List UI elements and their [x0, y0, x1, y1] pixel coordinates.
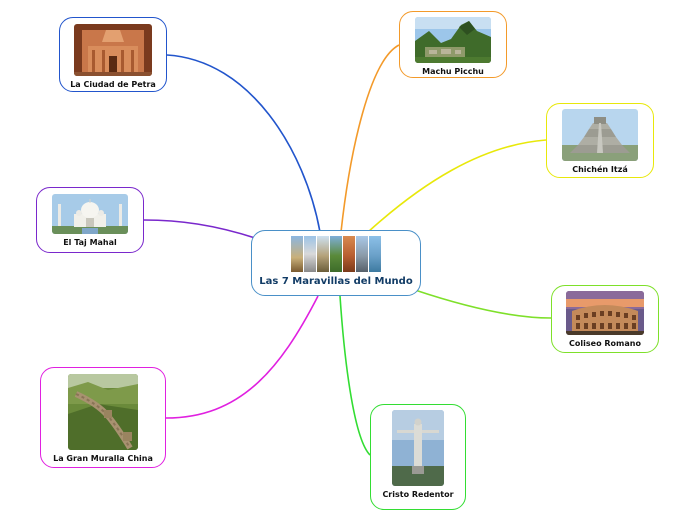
petra-photo — [74, 24, 152, 76]
connector-petra — [166, 54, 321, 233]
topic-petra[interactable]: La Ciudad de Petra — [59, 17, 167, 92]
topic-chichen-itza[interactable]: Chichén Itzá — [546, 103, 654, 178]
topic-label: Machu Picchu — [422, 67, 484, 76]
great-wall-photo — [68, 374, 138, 450]
topic-machu-picchu[interactable]: Machu Picchu — [399, 11, 507, 78]
central-topic-label: Las 7 Maravillas del Mundo — [259, 276, 413, 287]
colosseum-photo — [566, 291, 644, 335]
topic-label: La Ciudad de Petra — [70, 80, 156, 89]
topic-label: Coliseo Romano — [569, 339, 641, 348]
machu-picchu-photo — [415, 17, 491, 63]
central-topic[interactable]: Las 7 Maravillas del Mundo — [251, 230, 421, 296]
taj-mahal-photo — [52, 194, 128, 234]
connector-coliseo — [414, 289, 552, 319]
connector-chichen — [367, 139, 547, 233]
topic-label: Chichén Itzá — [572, 165, 628, 174]
connector-cristo — [339, 295, 371, 456]
connector-taj — [143, 219, 256, 239]
chichen-itza-photo — [562, 109, 638, 161]
topic-taj-mahal[interactable]: El Taj Mahal — [36, 187, 144, 253]
topic-label: Cristo Redentor — [382, 490, 454, 499]
connector-muralla — [165, 295, 319, 419]
topic-coliseo-romano[interactable]: Coliseo Romano — [551, 285, 659, 353]
connector-machu — [340, 44, 400, 233]
christ-redeemer-photo — [392, 410, 444, 486]
topic-gran-muralla-china[interactable]: La Gran Muralla China — [40, 367, 166, 468]
topic-cristo-redentor[interactable]: Cristo Redentor — [370, 404, 466, 510]
topic-label: La Gran Muralla China — [53, 454, 153, 463]
central-topic-image-strip — [291, 236, 381, 272]
topic-label: El Taj Mahal — [63, 238, 117, 247]
